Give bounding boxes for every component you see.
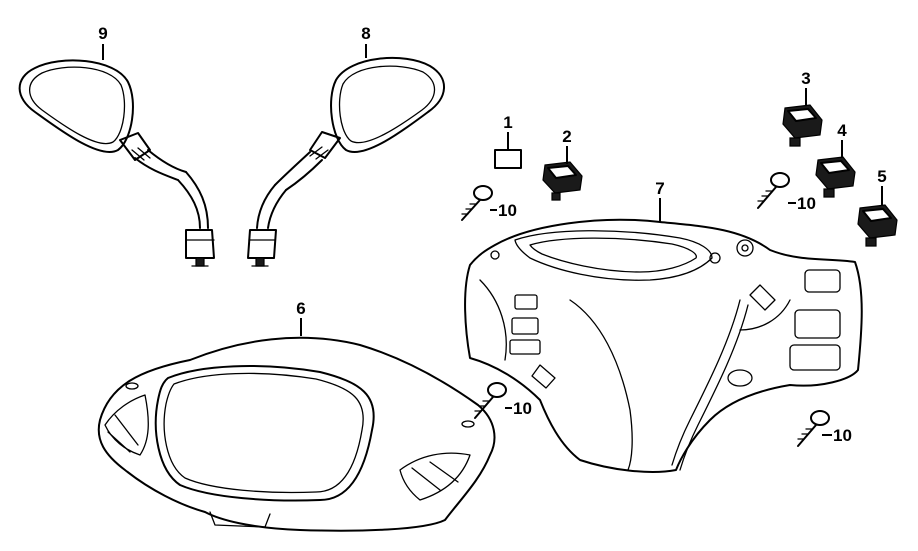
callout-8: 8 xyxy=(361,24,370,43)
left-mirror xyxy=(18,59,215,267)
callout-10a: 10 xyxy=(498,201,517,220)
callout-10d: 10 xyxy=(833,426,852,445)
callout-5: 5 xyxy=(877,167,886,186)
screw-10b xyxy=(757,172,790,209)
leader-lines xyxy=(102,44,883,436)
rear-handlebar-cover xyxy=(464,218,863,473)
callout-7: 7 xyxy=(655,179,664,198)
part-2-switch xyxy=(542,161,583,201)
right-mirror xyxy=(247,56,445,267)
screw-10c xyxy=(474,382,507,419)
callout-6: 6 xyxy=(296,299,305,318)
part-4-switch xyxy=(815,156,856,198)
callout-2: 2 xyxy=(562,127,571,146)
callout-10c: 10 xyxy=(513,399,532,418)
callout-10b: 10 xyxy=(797,194,816,213)
screw-10a xyxy=(461,185,493,221)
front-handlebar-cover xyxy=(97,336,496,532)
callout-1: 1 xyxy=(503,113,512,132)
part-1-clip xyxy=(494,149,522,169)
part-5-switch xyxy=(857,204,898,247)
callout-9: 9 xyxy=(98,24,107,43)
callout-labels: 9 8 6 7 1 2 3 4 5 10 10 10 10 xyxy=(98,24,886,445)
screw-10d xyxy=(797,410,830,447)
part-3-switch xyxy=(782,104,823,147)
callout-4: 4 xyxy=(837,121,847,140)
callout-3: 3 xyxy=(801,69,810,88)
